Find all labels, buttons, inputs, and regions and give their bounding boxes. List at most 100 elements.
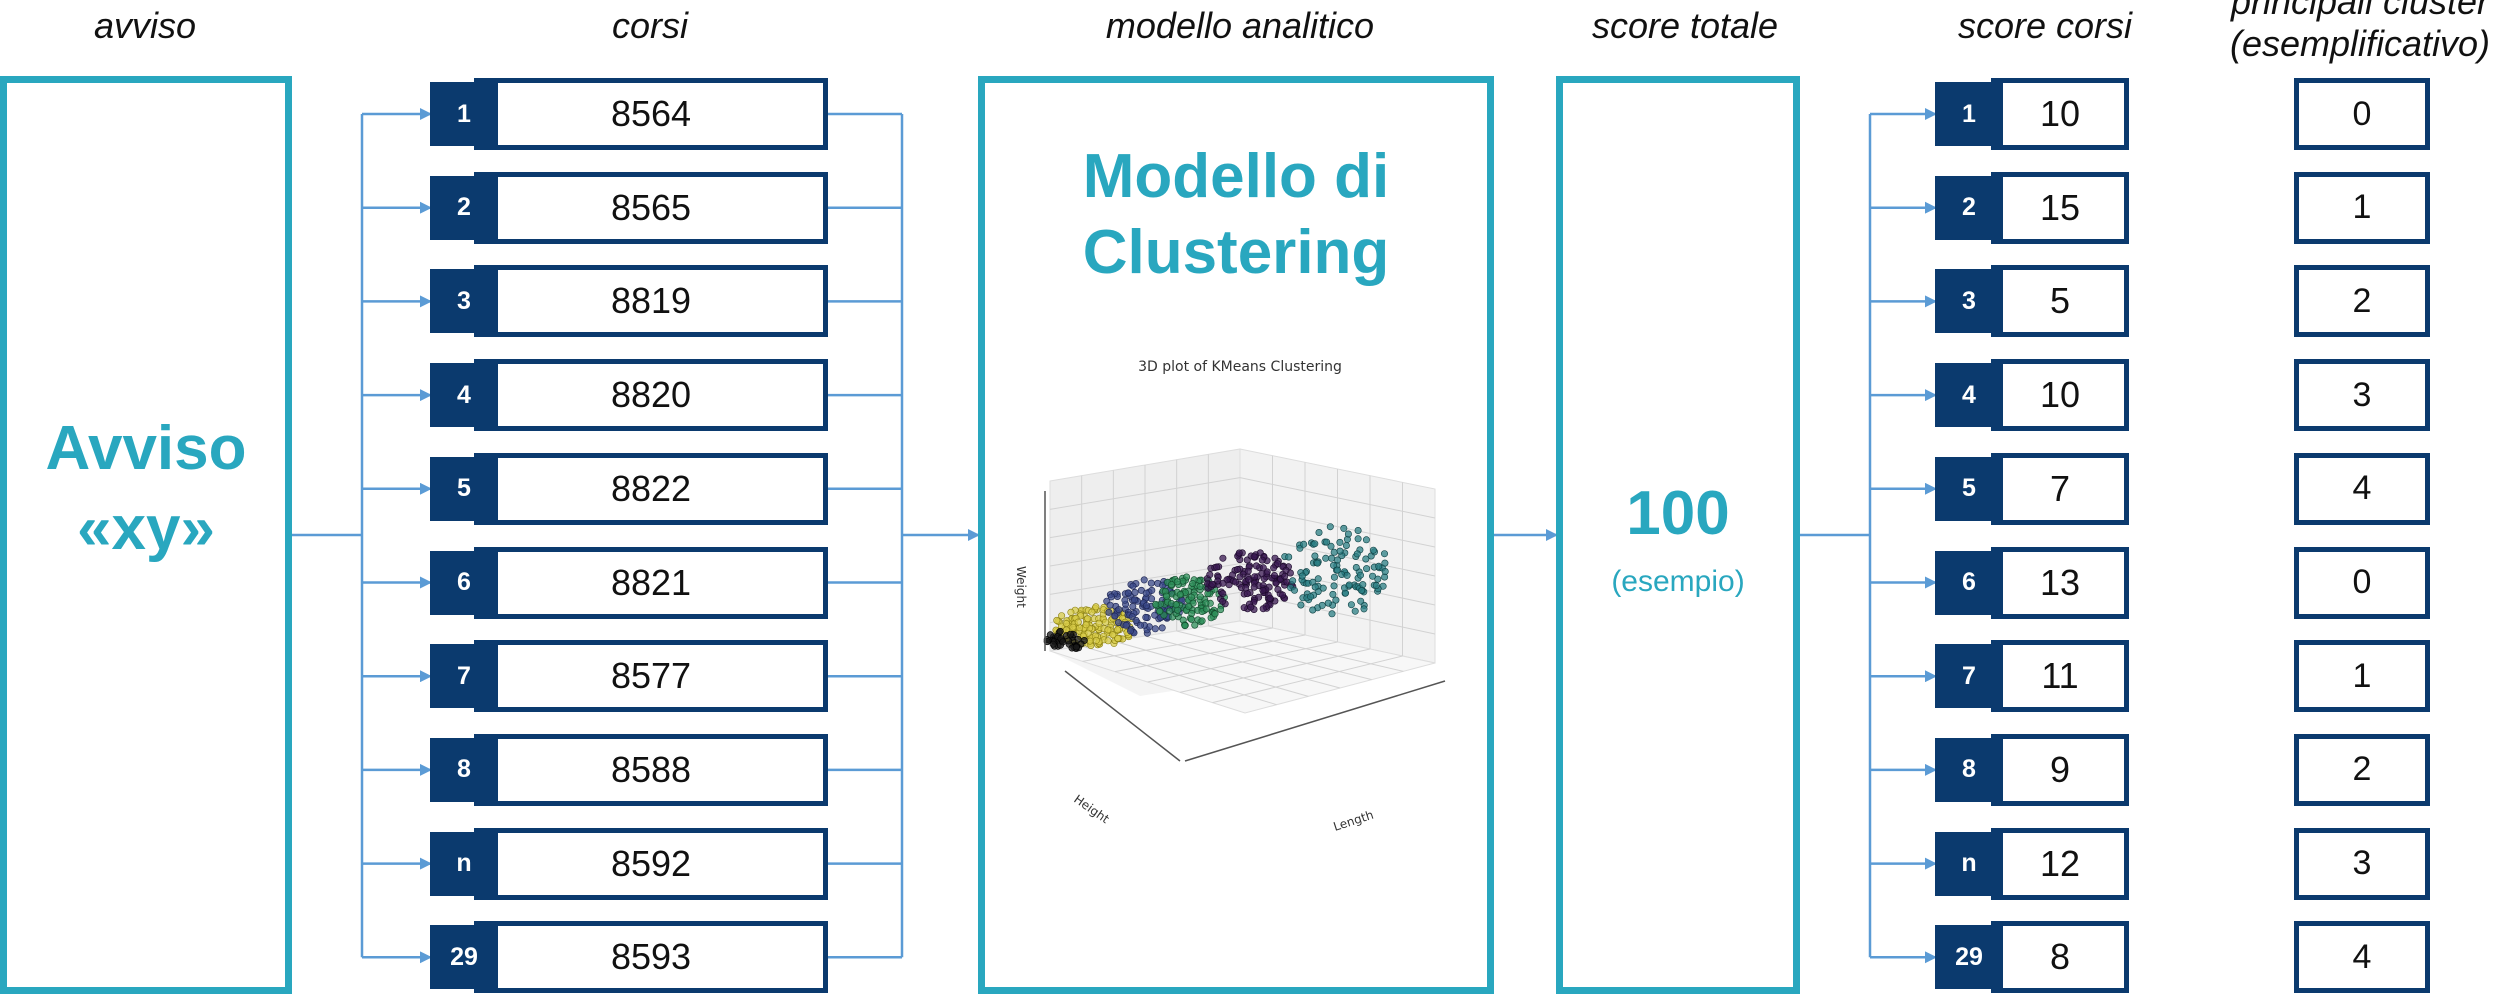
scatter-point [1086,637,1094,645]
scatter-point [1185,602,1193,610]
scatter-point [1232,578,1240,586]
score-index-badge: 7 [1935,644,2003,709]
course-code-box: 8819 [474,265,828,338]
scatter-point [1049,640,1057,648]
scatter-point [1330,573,1338,581]
scatter-point [1074,618,1082,626]
course-index-badge: 4 [430,363,498,428]
course-index-badge: n [430,831,498,896]
scatter-point [1076,624,1084,632]
cluster-box: 2 [2294,733,2430,806]
scatter-point [1353,550,1361,558]
scatter-point [1270,564,1278,572]
scatter-point [1309,606,1317,614]
scatter-point [1360,605,1368,613]
scatter-point [1340,524,1348,532]
score-index-badge: 4 [1935,363,2003,428]
scatter-point [1363,565,1371,573]
scatter-point [1271,554,1279,562]
axis-height-label: Height [1071,792,1112,826]
scatter-point [1147,579,1155,587]
scatter-point [1202,599,1210,607]
scatter-point [1347,601,1355,609]
scatter-point [1202,605,1210,613]
cluster-box: 1 [2294,640,2430,713]
scatter-point [1375,562,1383,570]
scatter-point [1142,589,1150,597]
scatter-point [1333,566,1341,574]
scatter-point [1381,568,1389,576]
scatter-point [1279,591,1287,599]
scatter-point [1158,624,1166,632]
course-code-box: 8820 [474,359,828,432]
scatter-point [1106,601,1114,609]
scatter-point [1236,573,1244,581]
course-index-badge: 5 [430,456,498,521]
scatter-point [1188,615,1196,623]
scatter-point [1345,581,1353,589]
scatter-point [1318,601,1326,609]
score-index-badge: 3 [1935,269,2003,334]
course-score-box: 11 [1991,640,2129,713]
scatter-point [1111,612,1119,620]
course-index-badge: 29 [430,925,498,990]
scatter-point [1328,554,1336,562]
score-index-badge: 2 [1935,175,2003,240]
course-index-badge: 2 [430,175,498,240]
cluster-box: 3 [2294,359,2430,432]
score-index-badge: 5 [1935,456,2003,521]
scatter-point [1058,612,1066,620]
score-total-value: 100 [1626,479,1730,548]
course-index-badge: 7 [430,644,498,709]
scatter-point [1219,597,1227,605]
scatter-point [1342,542,1350,550]
scatter-point [1095,619,1103,627]
scatter-point [1148,586,1156,594]
scatter-point [1128,613,1136,621]
scatter-point [1329,590,1337,598]
scatter-point [1244,567,1252,575]
scatter-point [1336,547,1344,555]
scatter-point [1250,553,1258,561]
scatter-point [1114,626,1122,634]
course-score-box: 8 [1991,921,2129,994]
scatter-point [1298,572,1306,580]
scatter-point [1151,625,1159,633]
scatter-point [1259,564,1267,572]
course-code-box: 8577 [474,640,828,713]
course-score-box: 13 [1991,546,2129,619]
scatter-point [1109,631,1117,639]
course-code-box: 8822 [474,452,828,525]
scatter-point [1247,603,1255,611]
header-score-totale: score totale [1591,5,1779,46]
header-cluster-line1: principali cluster [2230,0,2490,22]
scatter-point [1240,604,1248,612]
scatter-point [1172,601,1180,609]
scatter-point [1168,581,1176,589]
scatter-point [1198,617,1206,625]
scatter-point [1258,556,1266,564]
axis-length-label: Length [1332,808,1376,834]
scatter-point [1259,605,1267,613]
scatter-point [1176,591,1184,599]
scatter-point [1319,584,1327,592]
scatter-point [1252,562,1260,570]
scatter-point [1229,571,1237,579]
scatter-point [1324,599,1332,607]
scatter-point [1072,643,1080,651]
header-modello-analitico: modello analitico [1105,5,1375,46]
scatter-point [1332,596,1340,604]
course-score-box: 10 [1991,359,2129,432]
scatter-point [1173,578,1181,586]
scatter-point [1356,571,1364,579]
score-index-badge: 6 [1935,550,2003,615]
scatter-point [1234,566,1242,574]
scatter-point [1235,549,1243,557]
course-index-badge: 8 [430,737,498,802]
